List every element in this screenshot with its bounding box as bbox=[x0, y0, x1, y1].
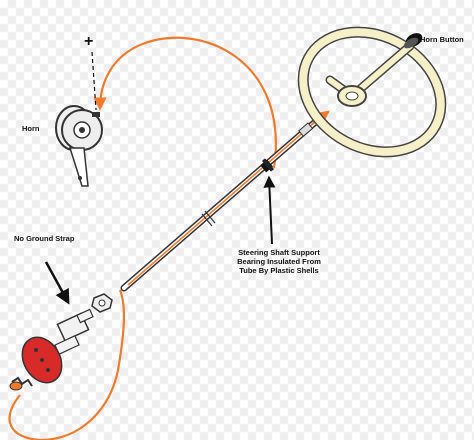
positive-terminal-label: + bbox=[84, 33, 94, 50]
horn-label: Horn bbox=[22, 124, 40, 133]
shaft-support-line: Tube By Plastic Shells bbox=[239, 266, 319, 275]
horn-button-icon bbox=[403, 33, 423, 49]
steering-column-icon bbox=[120, 110, 330, 292]
wire-ground-path bbox=[8, 289, 126, 440]
wire-to-horn bbox=[93, 36, 277, 169]
no-ground-strap-arrow bbox=[44, 261, 70, 305]
shaft-support-annotation: Steering Shaft Support Bearing Insulated… bbox=[224, 248, 334, 275]
flex-coupling-icon bbox=[9, 293, 113, 391]
shaft-support-line: Steering Shaft Support bbox=[238, 248, 320, 257]
shaft-support-line: Bearing Insulated From bbox=[237, 257, 321, 266]
horn-button-label: Horn Button bbox=[420, 35, 464, 44]
no-ground-strap-label: No Ground Strap bbox=[14, 234, 75, 243]
horn-icon bbox=[55, 105, 103, 187]
steering-wheel-icon bbox=[297, 26, 447, 158]
positive-feed-line bbox=[91, 51, 97, 111]
